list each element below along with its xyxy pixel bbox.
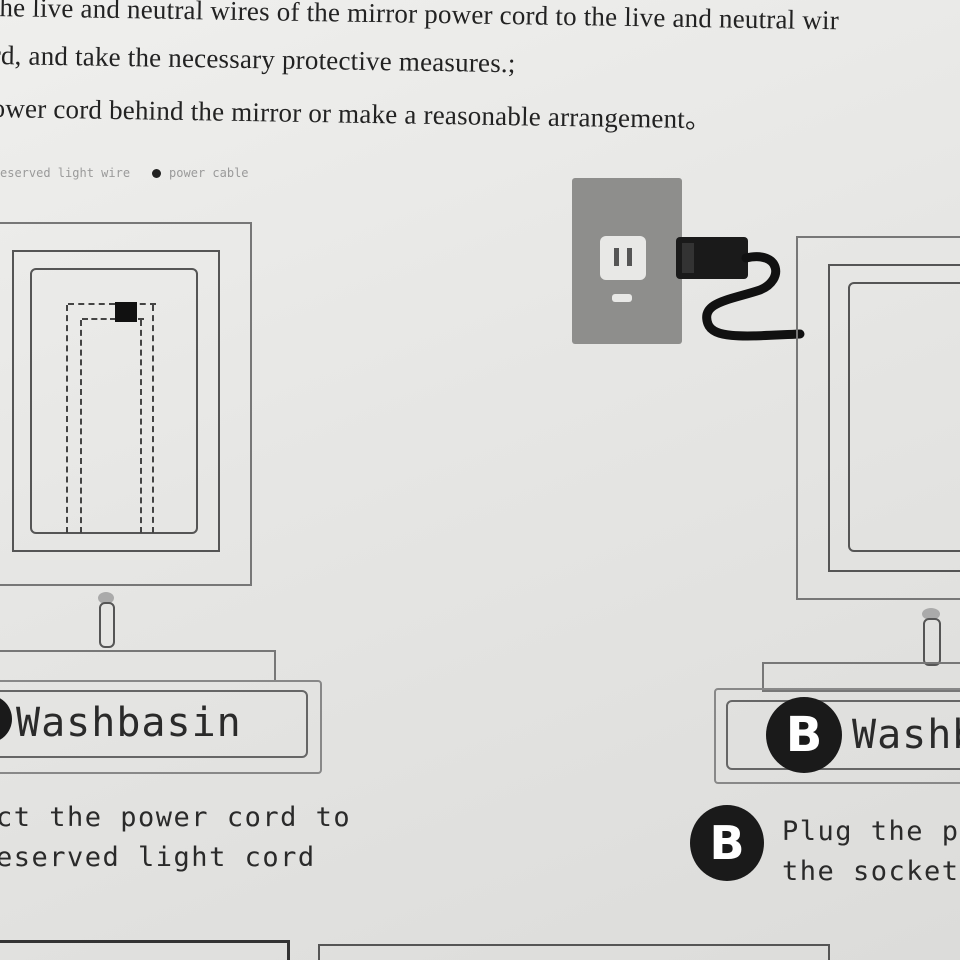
wire-right-inner: [140, 320, 142, 533]
mirror-inner-frame: [30, 268, 198, 534]
wall-socket-icon: [572, 178, 682, 344]
bottom-box-a-side: [287, 940, 290, 960]
faucet-b-icon: [918, 608, 942, 668]
washbasin-label-b: Washb: [852, 712, 960, 758]
caption-b-line-2: the socket: [782, 856, 960, 887]
caption-a-line-1: ct the power cord to: [0, 802, 352, 833]
basin-b-outer-box: [714, 688, 960, 784]
instruction-line-3: ower cord behind the mirror or make a re…: [0, 92, 713, 135]
wire-top-outer: [68, 303, 156, 305]
instruction-line-1: the live and neutral wires of the mirror…: [0, 0, 840, 36]
wire-right-outer: [152, 305, 154, 533]
basin-label-box: [0, 690, 308, 758]
bottom-box-b-edge: [318, 944, 830, 946]
diagram-legend: eserved light wire power cable: [0, 166, 249, 180]
caption-a: ct the power cord to eserved light cord: [0, 798, 351, 878]
wire-left-inner: [80, 320, 82, 533]
washbasin-label-a: Washbasin: [16, 700, 242, 746]
mirror-b-outer-frame: [796, 236, 960, 600]
wire-left-outer: [66, 305, 68, 533]
caption-b: Plug the p the socket: [782, 812, 960, 892]
basin-counter: [0, 650, 276, 682]
badge-b-icon: B: [766, 697, 842, 773]
power-plug-icon: [676, 237, 748, 279]
basin-b-label-box: [726, 700, 960, 770]
bottom-box-b-side: [318, 944, 320, 960]
bottom-box-a-edge: [0, 940, 290, 943]
faucet-icon: [94, 592, 118, 652]
basin-b-counter: [762, 662, 960, 692]
wire-top-inner: [82, 318, 144, 320]
caption-b-line-1: Plug the p: [782, 816, 960, 847]
mirror-middle-frame: [12, 250, 220, 552]
junction-box-icon: [115, 302, 137, 322]
basin-outer-box: [0, 680, 322, 774]
bottom-box-b-right: [828, 944, 830, 960]
legend-dot-icon: [152, 169, 162, 178]
mirror-b-inner-frame: [848, 282, 960, 552]
instruction-line-2: rd, and take the necessary protective me…: [0, 40, 516, 79]
mirror-outer-frame: [0, 222, 252, 586]
legend-power-cable-label: power cable: [169, 166, 249, 180]
power-cable-icon: [702, 252, 805, 341]
legend-reserved-wire-label: eserved light wire: [0, 166, 131, 180]
caption-a-line-2: eserved light cord: [0, 842, 316, 873]
mirror-b-middle-frame: [828, 264, 960, 572]
caption-b-badge-icon: B: [690, 805, 764, 881]
